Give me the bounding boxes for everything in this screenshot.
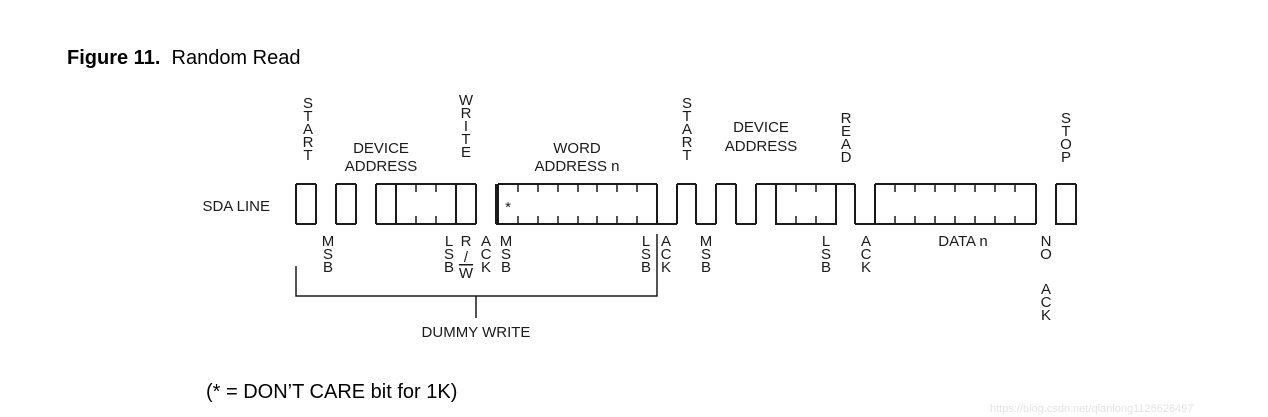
rw-label-r: R [461, 233, 472, 250]
word-address-label-a: WORD [553, 140, 601, 157]
figure-title: Figure 11. Random Read [67, 47, 300, 70]
word-address-label-b: ADDRESS n [534, 158, 619, 175]
figure-name: Random Read [171, 47, 301, 69]
rw-label-slash: / [464, 249, 469, 266]
rw-label-w: W [459, 265, 474, 282]
device-address-label-2a: DEVICE [733, 119, 789, 136]
dummy-write-bracket [295, 234, 658, 318]
sda-line-label: SDA LINE [202, 198, 270, 215]
figure-number: Figure 11. [67, 47, 161, 69]
device-address-label-1b: ADDRESS [345, 158, 418, 175]
device-address-label-1a: DEVICE [353, 140, 409, 157]
sda-waveform-edges [295, 184, 876, 224]
watermark: https://blog.csdn.net/qianlong1126626497 [990, 403, 1194, 415]
device-address-label-2b: ADDRESS [725, 138, 798, 155]
dont-care-marker: * [505, 199, 511, 216]
footnote: (* = DON’T CARE bit for 1K) [206, 381, 458, 403]
data-label: DATA n [938, 233, 987, 250]
dummy-write-label: DUMMY WRITE [422, 324, 531, 341]
bit-ticks [415, 184, 1016, 224]
